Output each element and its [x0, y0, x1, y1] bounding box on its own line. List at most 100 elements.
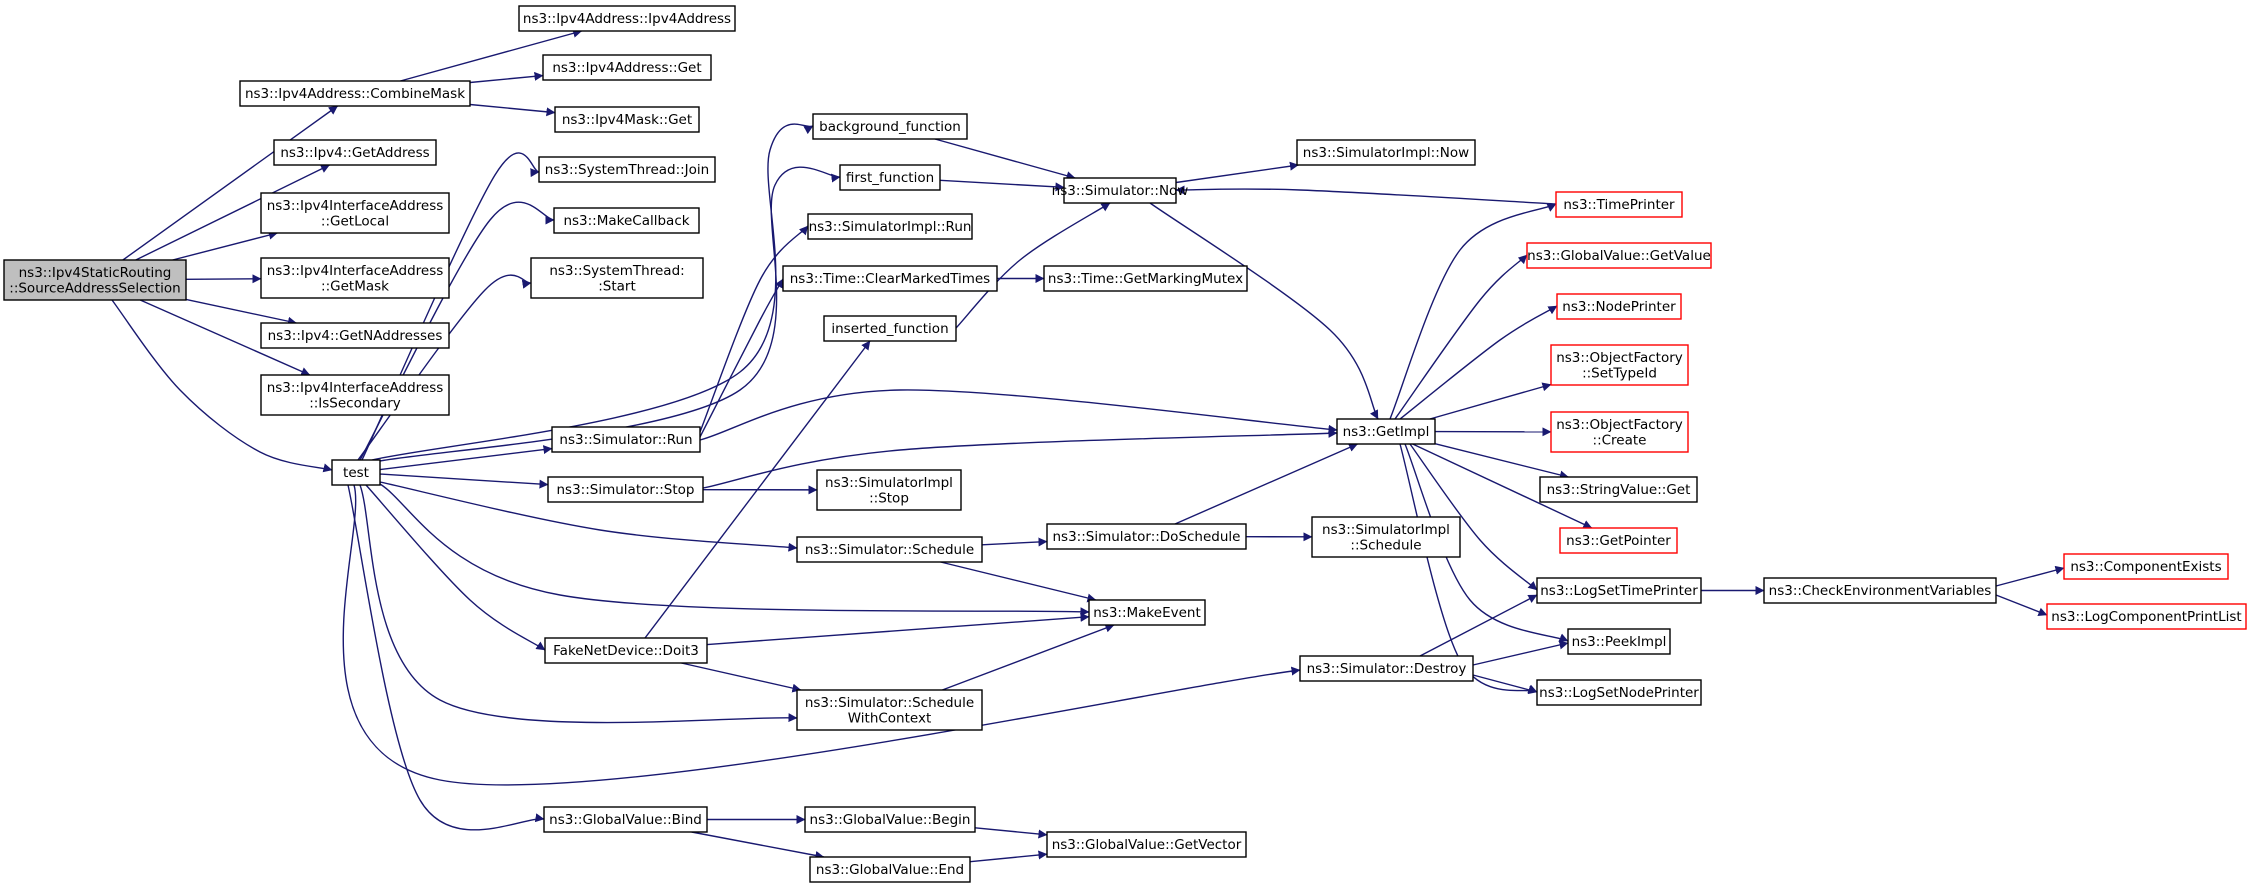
edge-simSchedule-to-doSchedule — [981, 537, 1048, 547]
node-label: ns3::TimePrinter — [1563, 197, 1675, 213]
node-getImpl[interactable]: ns3::GetImpl — [1336, 418, 1436, 445]
node-combineMask[interactable]: ns3::Ipv4Address::CombineMask — [239, 80, 471, 107]
edge-test-to-firstFunction — [373, 166, 841, 463]
node-componentExists[interactable]: ns3::ComponentExists — [2063, 553, 2229, 580]
node-label: ns3::Time::ClearMarkedTimes — [790, 271, 990, 287]
node-simDestroy[interactable]: ns3::Simulator::Destroy — [1299, 655, 1474, 682]
edge-scheduleWithContext-to-makeEvent — [942, 623, 1115, 691]
node-label: ns3::PeekImpl — [1572, 634, 1667, 650]
edge-doit3-to-makeEvent — [706, 612, 1090, 646]
node-peekImpl[interactable]: ns3::PeekImpl — [1567, 628, 1671, 655]
node-simImplNow[interactable]: ns3::SimulatorImpl::Now — [1296, 139, 1476, 166]
node-label: ns3::NodePrinter — [1562, 299, 1676, 315]
node-logSetNodePrinter[interactable]: ns3::LogSetNodePrinter — [1536, 679, 1702, 706]
node-timePrinter[interactable]: ns3::TimePrinter — [1555, 191, 1683, 218]
edge-gvBind-to-gvEnd — [691, 831, 825, 860]
edge-root-to-test — [111, 299, 333, 473]
node-gvGetVector[interactable]: ns3::GlobalValue::GetVector — [1046, 831, 1247, 858]
node-gvGetValue[interactable]: ns3::GlobalValue::GetValue — [1526, 242, 1712, 269]
edge-test-to-threadStart — [357, 274, 532, 461]
node-label: ns3::GlobalValue::Bind — [549, 812, 702, 828]
node-logSetTimePrinter[interactable]: ns3::LogSetTimePrinter — [1536, 577, 1702, 604]
node-simNow[interactable]: ns3::Simulator::Now — [1052, 177, 1189, 204]
node-box — [1046, 523, 1247, 550]
node-label: ::SourceAddressSelection — [9, 280, 180, 296]
edge-test-to-simDestroy — [342, 484, 1301, 786]
node-box — [782, 265, 998, 292]
edge-timePrinter-to-simNow — [1175, 185, 1557, 205]
node-root[interactable]: ns3::Ipv4StaticRouting::SourceAddressSel… — [3, 259, 187, 301]
node-ipv4MaskGet[interactable]: ns3::Ipv4Mask::Get — [554, 106, 700, 133]
node-simImplSchedule[interactable]: ns3::SimulatorImpl::Schedule — [1311, 516, 1461, 558]
node-ofCreate[interactable]: ns3::ObjectFactory::Create — [1550, 411, 1689, 453]
edge-root-to-combineMask — [122, 105, 338, 261]
node-label: ns3::Simulator::Stop — [557, 482, 695, 498]
node-makeCallback[interactable]: ns3::MakeCallback — [553, 207, 700, 234]
node-ipv4AddressCtor[interactable]: ns3::Ipv4Address::Ipv4Address — [518, 5, 736, 32]
node-box — [1311, 516, 1461, 558]
node-ifaceGetMask[interactable]: ns3::Ipv4InterfaceAddress::GetMask — [260, 257, 450, 299]
node-ifaceIsSecondary[interactable]: ns3::Ipv4InterfaceAddress::IsSecondary — [260, 374, 450, 416]
node-insertedFunction[interactable]: inserted_function — [823, 315, 957, 342]
node-ipv4GetNAddresses[interactable]: ns3::Ipv4::GetNAddresses — [260, 322, 450, 349]
node-label: ns3::MakeCallback — [563, 213, 689, 229]
node-doSchedule[interactable]: ns3::Simulator::DoSchedule — [1046, 523, 1247, 550]
node-simSchedule[interactable]: ns3::Simulator::Schedule — [796, 536, 983, 563]
node-ipv4GetAddress[interactable]: ns3::Ipv4::GetAddress — [273, 139, 437, 166]
edge-root-to-ipv4GetAddress — [135, 164, 330, 261]
node-backgroundFunction[interactable]: background_function — [812, 113, 968, 140]
node-label: ns3::Ipv4Address::Get — [552, 60, 701, 76]
edge-simDestroy-to-logSetNodePrinter — [1472, 674, 1538, 695]
node-doit3[interactable]: FakeNetDevice::Doit3 — [544, 637, 708, 664]
node-simImplRun[interactable]: ns3::SimulatorImpl::Run — [807, 213, 973, 240]
node-label: ns3::GlobalValue::End — [816, 862, 964, 878]
node-box — [331, 459, 381, 486]
node-ifaceGetLocal[interactable]: ns3::Ipv4InterfaceAddress::GetLocal — [260, 192, 450, 234]
node-label: ns3::SystemThread: — [549, 263, 684, 279]
node-threadJoin[interactable]: ns3::SystemThread::Join — [538, 156, 716, 183]
node-logComponentPrintList[interactable]: ns3::LogComponentPrintList — [2046, 603, 2247, 630]
node-threadStart[interactable]: ns3::SystemThread::Start — [530, 257, 704, 299]
edge-doSchedule-to-getImpl — [1174, 443, 1358, 525]
node-box — [809, 856, 971, 883]
node-stringValueGet[interactable]: ns3::StringValue::Get — [1539, 476, 1698, 503]
edge-simRun-to-simImplRun — [699, 225, 809, 433]
node-ofSetTypeId[interactable]: ns3::ObjectFactory::SetTypeId — [1550, 344, 1689, 386]
edge-insertedFunction-to-simNow — [955, 202, 1111, 329]
node-getPointer[interactable]: ns3::GetPointer — [1559, 527, 1678, 554]
node-gvBind[interactable]: ns3::GlobalValue::Bind — [543, 806, 708, 833]
edge-simDestroy-to-peekImpl — [1472, 640, 1569, 666]
node-test[interactable]: test — [331, 459, 381, 486]
edge-getImpl-to-logSetNodePrinter — [1399, 443, 1538, 693]
node-box — [1536, 679, 1702, 706]
node-ipv4AddressGet[interactable]: ns3::Ipv4Address::Get — [542, 54, 712, 81]
node-label: ns3::Simulator::Schedule — [805, 542, 974, 558]
edge-simSchedule-to-makeEvent — [940, 561, 1097, 603]
node-label: ns3::LogSetTimePrinter — [1540, 583, 1698, 599]
node-clearMarkedTimes[interactable]: ns3::Time::ClearMarkedTimes — [782, 265, 998, 292]
edge-checkEnvVars-to-logComponentPrintList — [1995, 594, 2048, 617]
node-box — [1526, 242, 1712, 269]
node-getMarkingMutex[interactable]: ns3::Time::GetMarkingMutex — [1043, 265, 1248, 292]
edge-combineMask-to-ipv4AddressCtor — [400, 28, 583, 82]
node-label: WithContext — [848, 710, 932, 726]
edge-checkEnvVars-to-componentExists — [1995, 565, 2065, 587]
node-simImplStop[interactable]: ns3::SimulatorImpl::Stop — [816, 469, 962, 511]
node-label: ns3::ObjectFactory — [1556, 350, 1683, 366]
node-gvBegin[interactable]: ns3::GlobalValue::Begin — [804, 806, 976, 833]
edge-test-to-simRun — [379, 445, 553, 471]
node-nodePrinter[interactable]: ns3::NodePrinter — [1556, 293, 1682, 320]
node-box — [260, 257, 450, 299]
node-makeEvent[interactable]: ns3::MakeEvent — [1088, 599, 1206, 626]
node-gvEnd[interactable]: ns3::GlobalValue::End — [809, 856, 971, 883]
node-simStop[interactable]: ns3::Simulator::Stop — [547, 476, 704, 503]
node-label: ns3::LogSetNodePrinter — [1539, 685, 1699, 701]
node-simRun[interactable]: ns3::Simulator::Run — [551, 426, 701, 453]
node-checkEnvVars[interactable]: ns3::CheckEnvironmentVariables — [1763, 577, 1997, 604]
edge-gvBegin-to-gvGetVector — [974, 827, 1048, 839]
node-label: ns3::Simulator::Run — [559, 432, 692, 448]
node-label: ns3::SimulatorImpl — [1322, 522, 1450, 538]
node-firstFunction[interactable]: first_function — [839, 164, 941, 191]
